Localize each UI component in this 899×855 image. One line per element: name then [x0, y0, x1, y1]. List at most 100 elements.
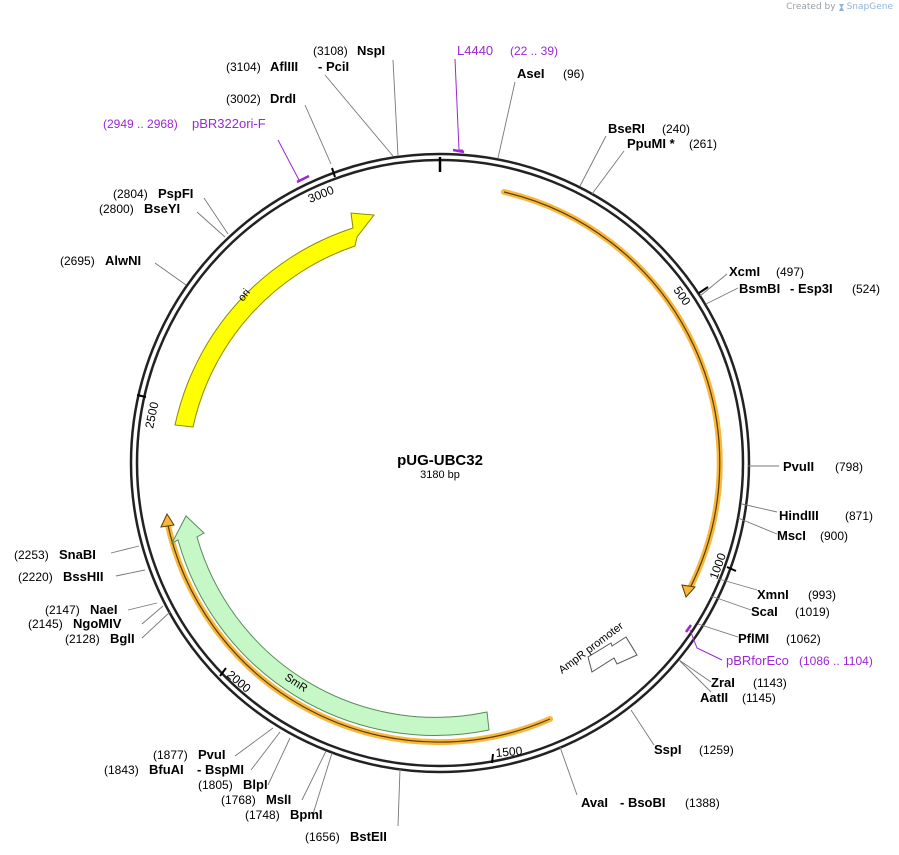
enzyme-name-msli: MslI — [266, 792, 291, 807]
enzyme-pos-blpi: (1805) — [198, 778, 233, 792]
enzyme-labels: (3108) NspI (3104) AflIII - PciI (3002) … — [14, 43, 880, 844]
enzyme-name-bspmi: - BspMI — [197, 762, 244, 777]
snapgene-credit: Created by SnapGene — [786, 2, 893, 12]
enzyme-pos-bfuai: (1843) — [104, 763, 139, 777]
enzyme-pos-ppumi: (261) — [689, 137, 717, 151]
enzyme-pos-bsmbi: (524) — [852, 282, 880, 296]
enzyme-pos-scai: (1019) — [795, 605, 830, 619]
tick-label-2000: 2000 — [224, 668, 254, 696]
enzyme-pos-alwni: (2695) — [60, 254, 95, 268]
tick-3000 — [331, 167, 336, 178]
enzyme-pos-pvuii: (798) — [835, 460, 863, 474]
orf-arc-right — [501, 189, 723, 593]
enzyme-pos-nspi: (3108) — [313, 44, 348, 58]
enzyme-pos-naei: (2147) — [45, 603, 80, 617]
tick-1000 — [726, 566, 737, 572]
enzyme-name-bfuai: BfuAI — [149, 762, 184, 777]
enzyme-name-zrai: ZraI — [711, 675, 735, 690]
enzyme-pos-bsshii: (2220) — [18, 570, 53, 584]
enzyme-pos-aatii: (1145) — [742, 691, 776, 705]
enzyme-name-pspfi: PspFI — [158, 186, 193, 201]
enzyme-name-aatii: AatII — [700, 690, 728, 705]
tick-2500 — [136, 394, 147, 398]
enzyme-name-naei: NaeI — [90, 602, 117, 617]
enzyme-pos-bsteii: (1656) — [305, 830, 340, 844]
enzyme-pos-bseri: (240) — [662, 122, 690, 136]
tick-2000 — [219, 667, 227, 677]
enzyme-name-bsobi: - BsoBI — [620, 795, 666, 810]
primer-pbr322ori-f: (2949 .. 2968) pBR322ori-F — [103, 116, 310, 184]
feature-label-ori: ori — [236, 287, 253, 304]
enzyme-pos-asei: (96) — [563, 67, 584, 81]
enzyme-pos-drdi: (3002) — [226, 92, 261, 106]
enzyme-name-afliii: AflIII — [270, 59, 298, 74]
enzyme-pos-sspi: (1259) — [699, 743, 734, 757]
tick-label-3000: 3000 — [306, 183, 336, 206]
primer-l4440: L4440 (22 .. 39) — [452, 43, 558, 154]
primer-pbrforeco: pBRforEco (1086 .. 1104) — [684, 624, 873, 668]
enzyme-pos-snabi: (2253) — [14, 548, 49, 562]
enzyme-pos-msli: (1768) — [221, 793, 256, 807]
enzyme-name-snabi: SnaBI — [59, 547, 96, 562]
enzyme-name-bsmbi: BsmBI — [739, 281, 780, 296]
enzyme-name-bseri: BseRI — [608, 121, 645, 136]
enzyme-name-pcii: - PciI — [318, 59, 349, 74]
credit-prefix: Created by — [786, 2, 836, 12]
primer-range-pbr322ori-f: (2949 .. 2968) — [103, 117, 178, 131]
enzyme-name-bgli: BglI — [110, 631, 135, 646]
enzyme-pos-bpmi: (1748) — [245, 808, 280, 822]
feature-ori: ori — [174, 212, 375, 428]
enzyme-name-pvui-2: PvuI — [198, 747, 225, 762]
enzyme-name-bsteii: BstEII — [350, 829, 387, 844]
enzyme-name-blpi: BlpI — [243, 777, 268, 792]
primer-name-l4440: L4440 — [457, 43, 493, 58]
primer-name-pbr322ori-f: pBR322ori-F — [192, 116, 266, 131]
enzyme-pos-pflmi: (1062) — [786, 632, 821, 646]
feature-smr: SmR — [170, 515, 490, 736]
enzyme-name-xcmi: XcmI — [729, 264, 760, 279]
enzyme-name-nspi: NspI — [357, 43, 385, 58]
tick-500 — [698, 286, 709, 294]
enzyme-pos-bgli: (2128) — [65, 632, 100, 646]
feature-ampr-promoter: AmpR promoter — [557, 620, 638, 676]
orf-arcs — [160, 189, 723, 746]
enzyme-pos-afliii: (3104) — [226, 60, 261, 74]
enzyme-name-esp3i: - Esp3I — [790, 281, 833, 296]
enzyme-pos-bseyi: (2800) — [99, 202, 134, 216]
enzyme-name-drdi: DrdI — [270, 91, 296, 106]
enzyme-pos-xmni: (993) — [808, 588, 836, 602]
orf-arc-right-arrowhead — [681, 584, 696, 598]
enzyme-name-pvuii: PvuII — [783, 459, 814, 474]
enzyme-pos-pvui-2: (1877) — [153, 748, 188, 762]
enzyme-name-msci: MscI — [777, 528, 806, 543]
enzyme-name-hindiii: HindIII — [779, 508, 819, 523]
enzyme-pos-zrai: (1143) — [753, 676, 787, 690]
primer-range-l4440: (22 .. 39) — [510, 44, 558, 58]
enzyme-name-xmni: XmnI — [757, 587, 789, 602]
enzyme-pos-ngomiv: (2145) — [28, 617, 63, 631]
enzyme-name-alwni: AlwNI — [105, 253, 141, 268]
enzyme-pos-hindiii: (871) — [845, 509, 873, 523]
tick-label-1500: 1500 — [495, 744, 523, 760]
enzyme-name-scai: ScaI — [751, 604, 778, 619]
enzyme-name-bsshii: BssHII — [63, 569, 103, 584]
enzyme-leader-lines — [110, 59, 779, 827]
enzyme-pos-msci: (900) — [820, 529, 848, 543]
snapgene-logo-icon — [838, 3, 844, 11]
enzyme-name-asei: AseI — [517, 66, 544, 81]
plasmid-name: pUG-UBC32 — [397, 452, 483, 469]
enzyme-pos-xcmi: (497) — [776, 265, 804, 279]
enzyme-pos-pspfi: (2804) — [113, 187, 148, 201]
credit-brand: SnapGene — [846, 2, 893, 12]
enzyme-name-bseyi: BseYI — [144, 201, 180, 216]
tick-label-2500: 2500 — [142, 400, 161, 429]
enzyme-name-ngomiv: NgoMIV — [73, 616, 122, 631]
enzyme-name-avai: AvaI — [581, 795, 608, 810]
primer-name-pbrforeco: pBRforEco — [726, 653, 789, 668]
primer-range-pbrforeco: (1086 .. 1104) — [799, 654, 873, 668]
enzyme-name-pflmi: PflMI — [738, 631, 769, 646]
enzyme-pos-avai: (1388) — [685, 796, 720, 810]
orf-arc-left-arrowhead — [160, 512, 175, 528]
enzyme-name-ppumi: PpuMI * — [627, 136, 676, 151]
